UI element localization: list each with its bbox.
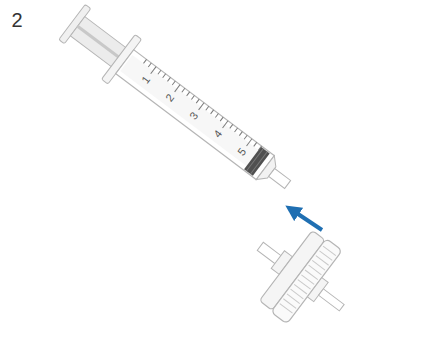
scale-tick [230, 124, 233, 128]
scale-tick [215, 114, 218, 118]
scale-tick [196, 99, 199, 103]
scale-tick [244, 135, 247, 139]
filter-ridge [319, 251, 332, 261]
step-number: 2 [11, 10, 22, 30]
scale-tick [151, 67, 156, 74]
filter-ridge [301, 275, 314, 285]
scale-tick [182, 88, 185, 92]
filter-ridge [316, 256, 329, 266]
direction-arrow [292, 210, 322, 230]
syringe-filter [233, 210, 370, 340]
scale-tick [220, 117, 223, 121]
scale-tick [206, 106, 209, 110]
scale-tick [148, 63, 151, 67]
scale-tick [211, 110, 214, 114]
scale-tick [191, 95, 194, 99]
filter-ridge [312, 260, 325, 270]
filter-ridge [323, 246, 336, 256]
scale-tick [239, 132, 242, 136]
filter-ridge [283, 299, 296, 309]
filter-ridge [298, 280, 311, 290]
filter-ridge [291, 289, 304, 299]
scale-tick [247, 139, 252, 146]
filter-ridge [287, 294, 300, 304]
scale-tick [144, 59, 147, 63]
syringe [55, 0, 304, 207]
filter-ridge [280, 304, 293, 314]
scale-tick [167, 77, 170, 81]
scale-tick [158, 70, 161, 74]
scale-tick [259, 146, 262, 150]
scale-tick [172, 81, 175, 85]
scale-tick [163, 74, 166, 78]
filter-ridge [294, 284, 307, 294]
scale-tick [187, 92, 190, 96]
scale-tick [235, 128, 238, 132]
scale-tick [254, 142, 257, 146]
filter-ridge [309, 265, 322, 275]
scale-tick [199, 103, 204, 110]
scale-tick [223, 121, 228, 128]
filter-ridge [305, 270, 318, 280]
scale-tick [175, 85, 180, 92]
